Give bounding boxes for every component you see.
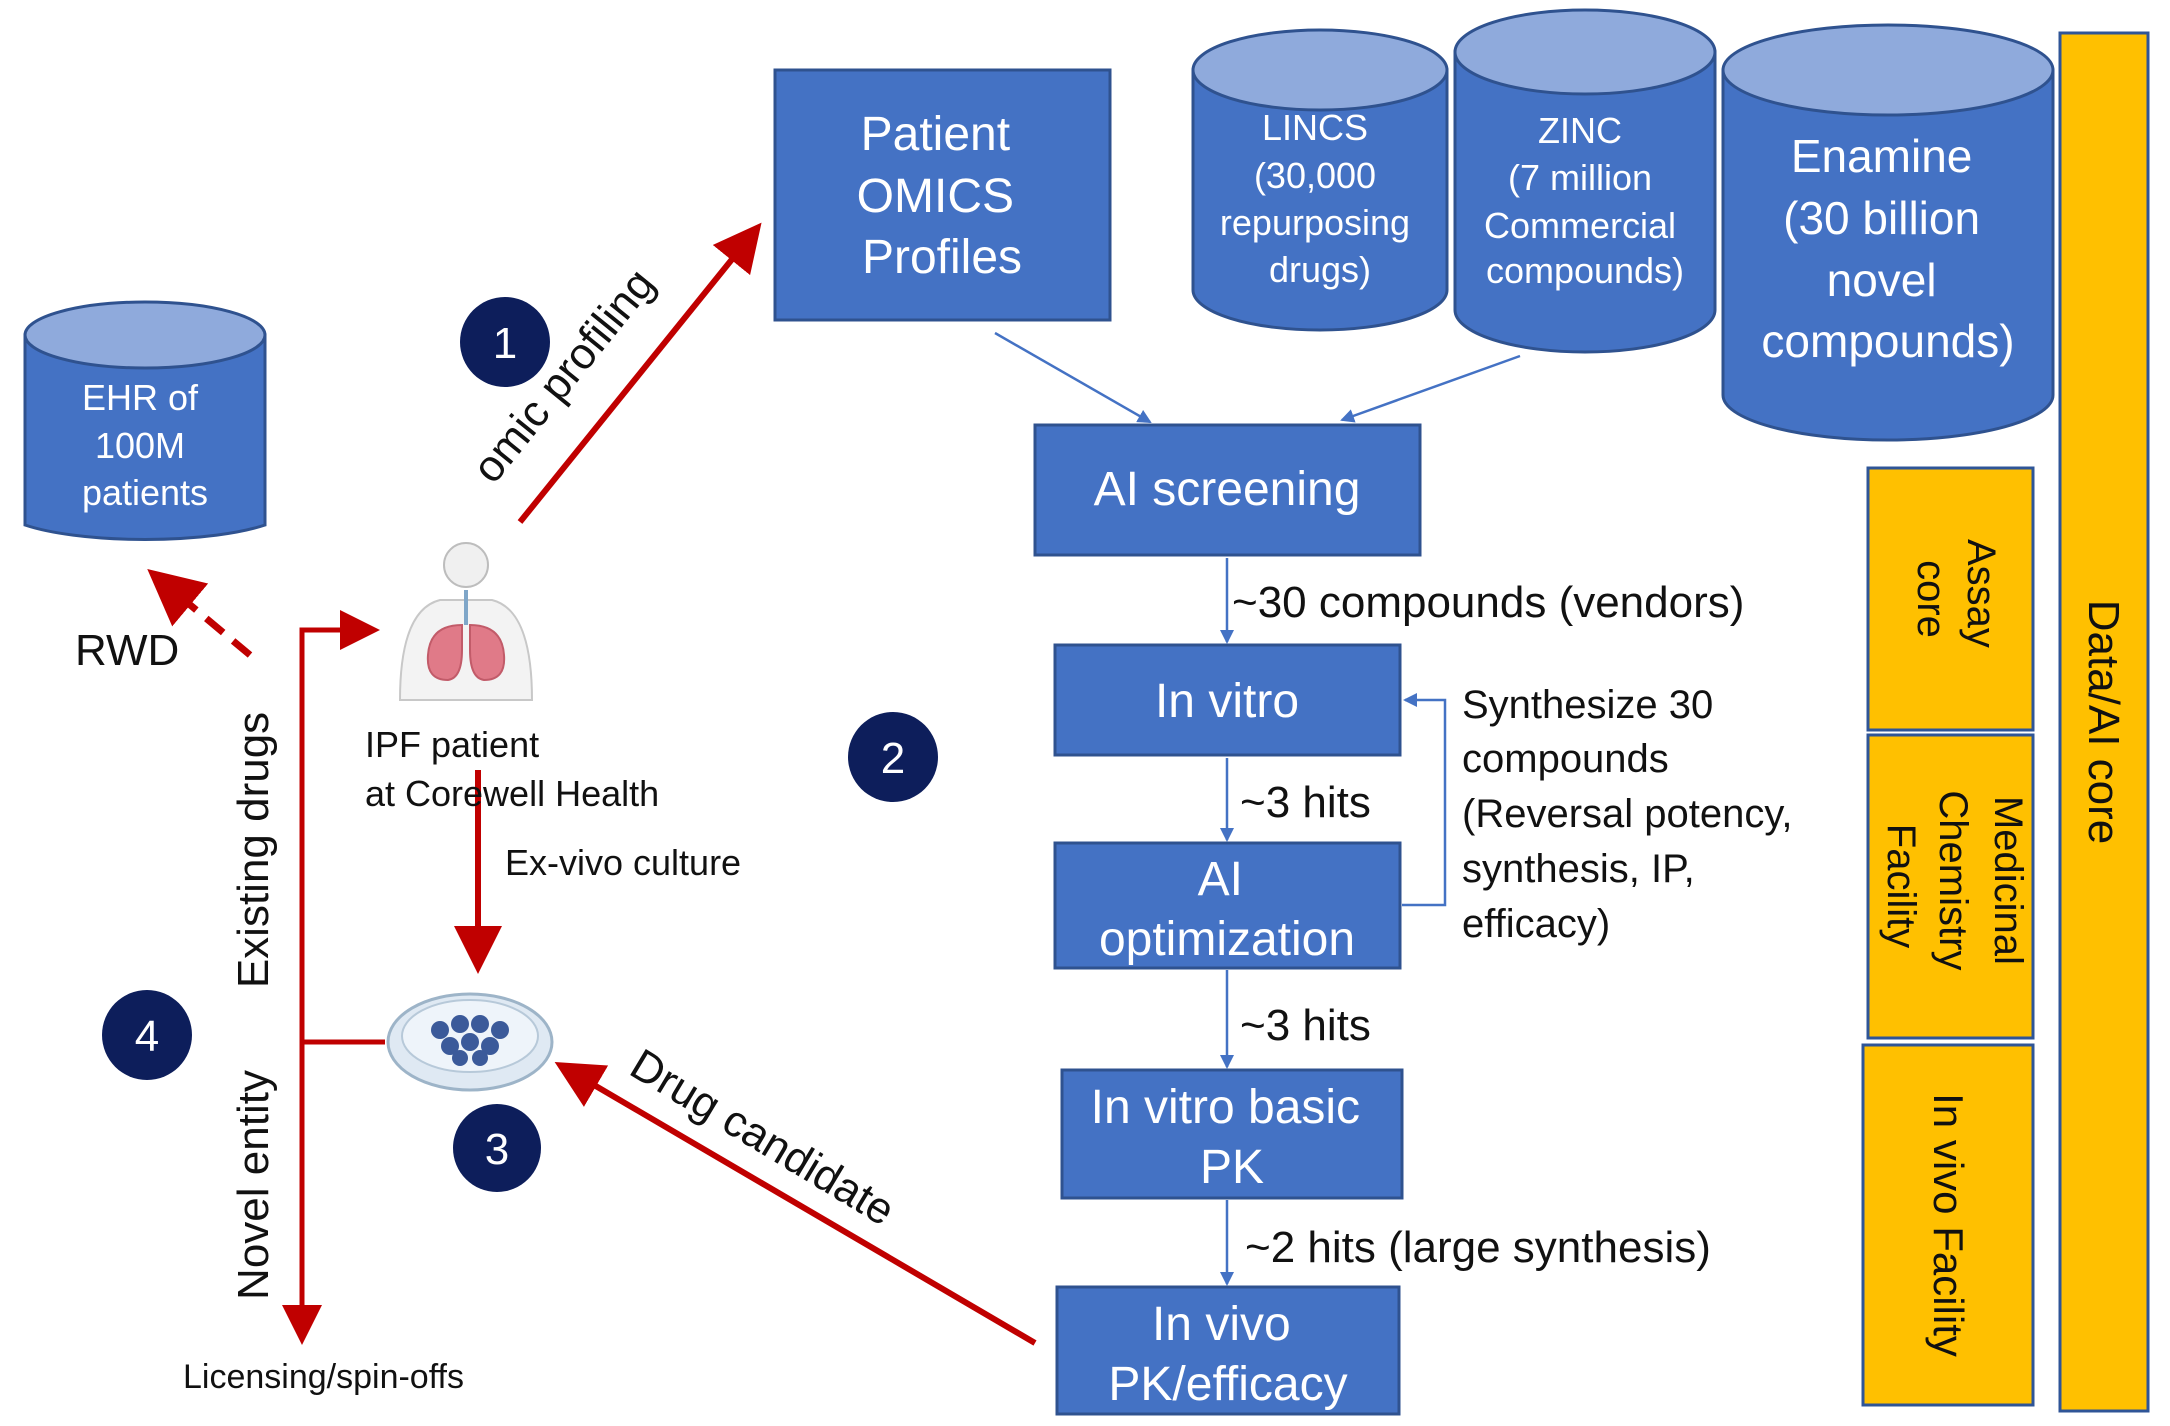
invivo-facility-bar: In vivo Facility <box>1861 1043 2035 1407</box>
svg-text:Data/AI core: Data/AI core <box>2079 600 2128 845</box>
ai-optimization-box: AI optimization <box>1053 841 1402 970</box>
in-vitro-box: In vitro <box>1053 643 1402 757</box>
lincs-database: LINCS (30,000 repurposing drugs) <box>1191 28 1449 332</box>
enamine-label: Enamine (30 billion novel compounds) <box>1761 130 2014 367</box>
compounds-30-label: ~30 compounds (vendors) <box>1232 578 1744 627</box>
step-badge-4: 4 <box>102 990 192 1080</box>
step-badge-1: 1 <box>460 297 550 387</box>
data-ai-core-bar: Data/AI core <box>2058 31 2150 1413</box>
svg-text:In vivo PK/efficacy: In vivo PK/efficacy <box>1108 1298 1347 1411</box>
hits-3a-label: ~3 hits <box>1240 778 1371 827</box>
svg-text:Assay core: Assay core <box>1909 539 2003 659</box>
drug-candidate-label: Drug candidate <box>622 1040 903 1236</box>
step-badge-3: 3 <box>453 1104 541 1192</box>
svg-text:In vitro basic PK: In vitro basic PK <box>1091 1081 1374 1194</box>
svg-text:AI optimization: AI optimization <box>1099 853 1355 966</box>
svg-text:Patient OMICS Prof: Patient OMICS Profiles <box>857 108 1028 284</box>
assay-core-bar: Assay core <box>1866 466 2035 732</box>
licensing-label: Licensing/spin-offs <box>183 1358 464 1396</box>
lincs-label: LINCS (30,000 repurposing drugs) <box>1220 107 1420 290</box>
svg-text:1: 1 <box>493 319 517 368</box>
patient-label: IPF patient at Corewell Health <box>365 724 659 814</box>
human-lungs-icon <box>398 542 534 701</box>
svg-text:AI screening: AI screening <box>1094 463 1361 516</box>
enamine-database: Enamine (30 billion novel compounds) <box>1721 23 2055 442</box>
step-badge-2: 2 <box>848 712 938 802</box>
exvivo-label: Ex-vivo culture <box>505 842 741 883</box>
svg-text:3: 3 <box>485 1125 509 1174</box>
ehr-label: EHR of 100M patients <box>82 377 208 513</box>
rwd-label: RWD <box>75 626 179 675</box>
svg-text:In vitro: In vitro <box>1155 675 1299 728</box>
hits-3b-label: ~3 hits <box>1240 1001 1371 1050</box>
omics-profiles-box: Patient OMICS Profiles <box>773 68 1112 322</box>
svg-text:2: 2 <box>881 734 905 783</box>
ehr-database: EHR of 100M patients <box>23 300 267 541</box>
zinc-label: ZINC (7 million Commercial compounds) <box>1484 110 1686 291</box>
zinc-database: ZINC (7 million Commercial compounds) <box>1453 8 1717 354</box>
blue-connectors <box>994 331 1521 1286</box>
hits-2-label: ~2 hits (large synthesis) <box>1245 1223 1711 1272</box>
ai-screening-box: AI screening <box>1033 423 1422 557</box>
medchem-facility-bar: Medicinal Chemistry Facility <box>1866 733 2035 1040</box>
red-arrows <box>147 222 1037 1346</box>
novel-entity-label: Novel entity <box>229 1070 278 1300</box>
in-vivo-box: In vivo PK/efficacy <box>1055 1285 1401 1416</box>
in-vitro-pk-box: In vitro basic PK <box>1060 1068 1404 1200</box>
existing-drugs-label: Existing drugs <box>229 712 278 988</box>
petri-dish-icon <box>386 992 554 1092</box>
svg-text:Medicinal Chemistry: Medicinal Chemistry Facility <box>1879 790 2030 981</box>
svg-text:In vivo Facility: In vivo Facility <box>1925 1093 1972 1357</box>
synthesize-label: Synthesize 30 compounds (Reversal potenc… <box>1462 683 1804 946</box>
svg-text:4: 4 <box>135 1012 159 1061</box>
